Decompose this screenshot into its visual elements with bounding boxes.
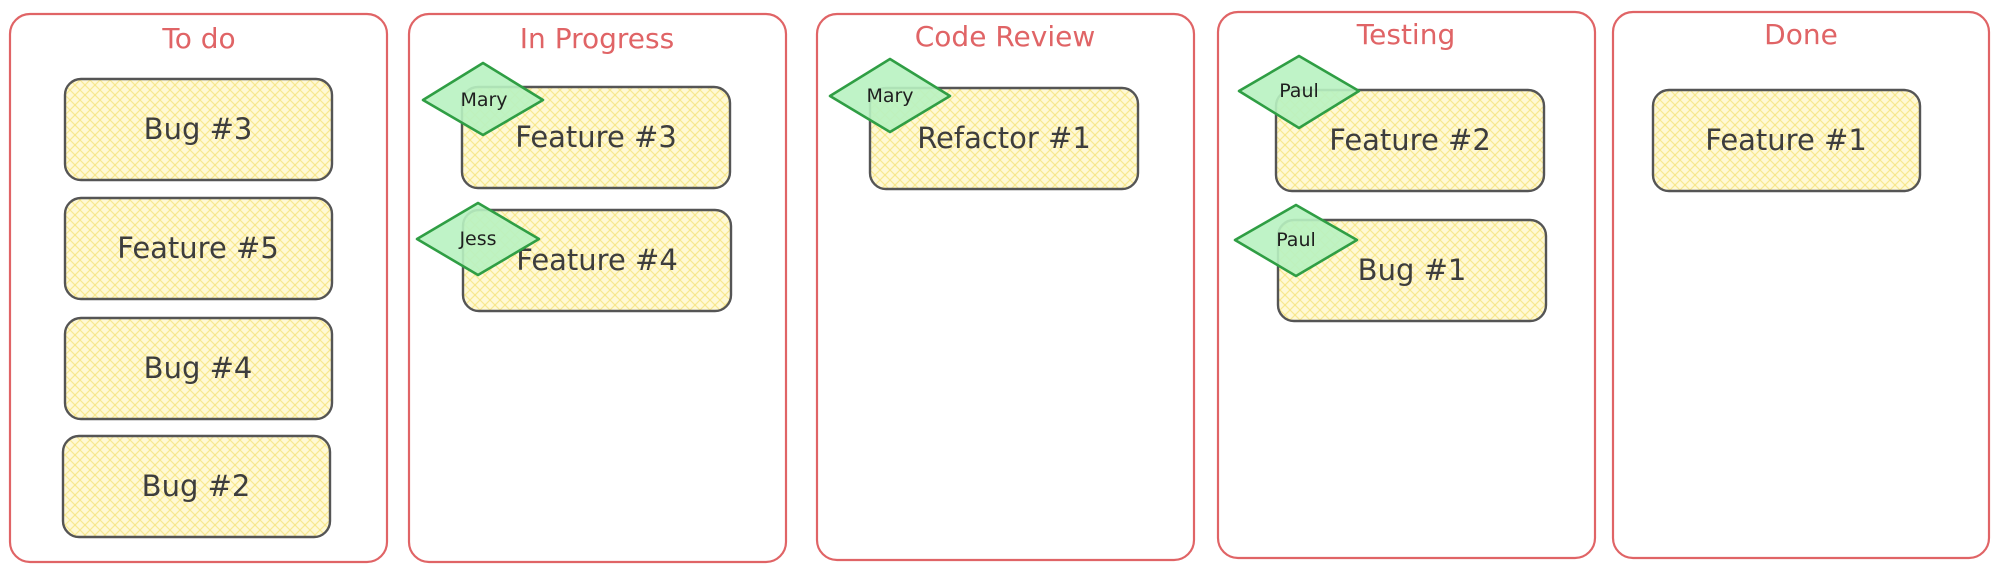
assignee-tag-mary-2[interactable]: Mary: [828, 57, 952, 134]
assignee-tag-mary-1-label: Mary: [460, 89, 507, 111]
card-bug-3-hatch: [63, 77, 334, 182]
card-feature-1[interactable]: Feature #1: [1651, 88, 1922, 193]
card-refactor-1-label: Refactor #1: [917, 121, 1091, 155]
assignee-tag-jess[interactable]: Jess: [415, 201, 541, 277]
column-frame-testing: [1216, 10, 1597, 560]
card-feature-1-hatch: [1651, 88, 1922, 193]
column-frame-in-progress: [407, 12, 788, 564]
assignee-tag-mary-1[interactable]: Mary: [421, 61, 545, 137]
column-title-todo: To do: [161, 22, 235, 55]
card-feature-4-label: Feature #4: [516, 243, 678, 277]
column-title-in-progress: In Progress: [520, 22, 674, 55]
card-bug-2-hatch: [61, 434, 332, 539]
card-bug-4[interactable]: Bug #4: [63, 316, 334, 421]
card-bug-2-label: Bug #2: [142, 469, 251, 503]
card-feature-5-hatch: [63, 196, 334, 301]
card-bug-1-label: Bug #1: [1358, 253, 1467, 287]
card-feature-2[interactable]: Feature #2: [1274, 88, 1546, 193]
assignee-tag-mary-1-diamond: [421, 61, 545, 137]
card-feature-2-label: Feature #2: [1329, 123, 1491, 157]
assignee-tag-paul-1-diamond: [1237, 54, 1361, 130]
assignee-tag-mary-2-label: Mary: [866, 85, 913, 107]
assignee-tag-paul-2[interactable]: Paul: [1233, 203, 1359, 278]
card-feature-3-label: Feature #3: [515, 120, 677, 154]
column-title-code-review: Code Review: [915, 20, 1095, 53]
assignee-tag-paul-1-label: Paul: [1279, 80, 1319, 102]
column-frame-done: [1611, 10, 1991, 560]
card-feature-1-label: Feature #1: [1705, 123, 1867, 157]
card-feature-5-label: Feature #5: [117, 231, 279, 265]
column-title-testing: Testing: [1356, 18, 1455, 51]
assignee-tag-paul-2-label: Paul: [1276, 229, 1316, 251]
card-bug-4-label: Bug #4: [144, 351, 253, 385]
assignee-tag-jess-label: Jess: [458, 228, 496, 250]
card-bug-4-hatch: [63, 316, 334, 421]
card-feature-2-hatch: [1274, 88, 1546, 193]
card-bug-3-label: Bug #3: [144, 112, 253, 146]
assignee-tag-paul-2-diamond: [1233, 203, 1359, 278]
assignee-tag-paul-1[interactable]: Paul: [1237, 54, 1361, 130]
column-frame-code-review: [815, 12, 1196, 562]
column-frame-todo: [8, 12, 389, 564]
card-feature-5[interactable]: Feature #5: [63, 196, 334, 301]
assignee-tag-jess-diamond: [415, 201, 541, 277]
card-feature-3[interactable]: Feature #3: [460, 85, 732, 190]
card-bug-2[interactable]: Bug #2: [61, 434, 332, 539]
card-refactor-1-hatch: [868, 86, 1140, 191]
assignee-tag-mary-2-diamond: [828, 57, 952, 134]
card-refactor-1[interactable]: Refactor #1: [868, 86, 1140, 191]
card-bug-3[interactable]: Bug #3: [63, 77, 334, 182]
column-title-done: Done: [1764, 18, 1838, 51]
card-feature-3-hatch: [460, 85, 732, 190]
